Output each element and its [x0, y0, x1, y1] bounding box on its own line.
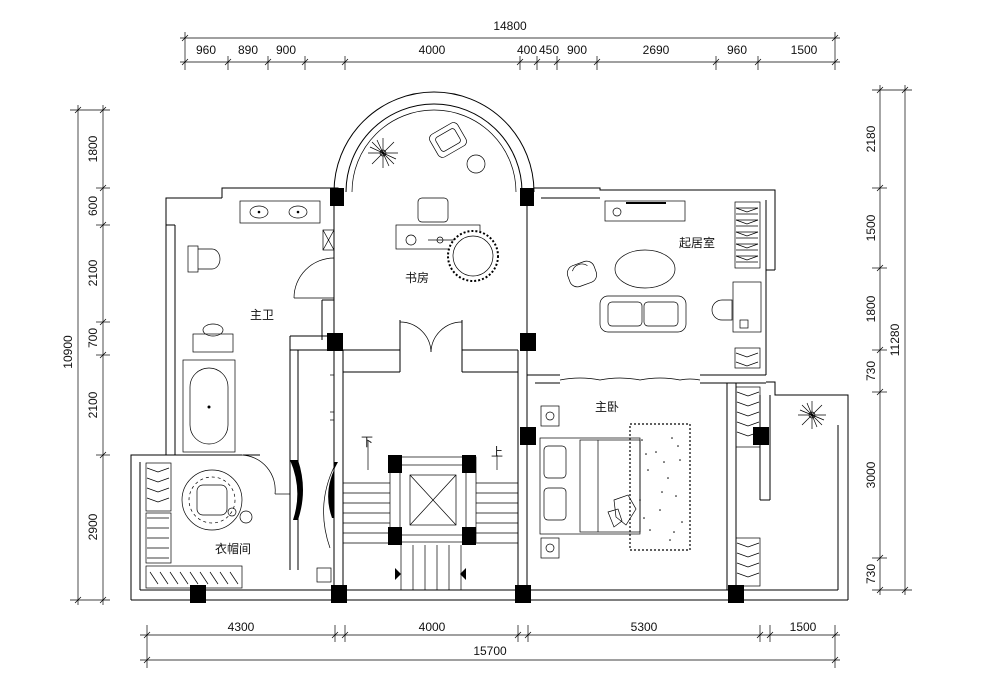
- left-seg-label: 2100: [86, 391, 100, 418]
- nightstand-icon: [540, 405, 560, 427]
- left-seg-label: 2900: [86, 513, 100, 540]
- basin-icon: [192, 323, 234, 353]
- bottom-seg-label: 5300: [631, 620, 658, 634]
- bedroom-furniture: 主卧: [539, 386, 826, 587]
- right-seg-label: 3000: [864, 461, 878, 488]
- cloakroom-furniture: 衣帽间: [145, 462, 253, 589]
- wardrobe-icon: [735, 386, 761, 448]
- plant-icon: [368, 138, 398, 168]
- sink-icon: [288, 205, 308, 219]
- cloakroom-label: 衣帽间: [215, 541, 251, 556]
- right-total-label: 11280: [888, 323, 902, 356]
- wardrobe-icon: [735, 537, 761, 587]
- staircase: 下 上: [343, 435, 518, 590]
- toilet-icon: [187, 245, 221, 273]
- living-label: 起居室: [679, 235, 715, 250]
- cabinet-icon: [322, 229, 335, 251]
- bottom-total-label: 15700: [473, 644, 507, 658]
- left-total-label: 10900: [61, 335, 75, 369]
- bathtub-icon: [182, 359, 236, 453]
- stairs-down-label: 下: [361, 435, 373, 449]
- walls: [130, 91, 849, 601]
- columns: [190, 188, 769, 603]
- bedroom-label: 主卧: [595, 400, 619, 414]
- right-seg-label: 1800: [864, 295, 878, 322]
- top-seg-label: 960: [196, 43, 216, 57]
- left-seg-label: 600: [86, 196, 100, 216]
- left-seg-label: 2100: [86, 259, 100, 286]
- top-seg-label: 900: [567, 43, 587, 57]
- shower-glass-icon: [328, 462, 338, 518]
- carpet-icon: [629, 423, 691, 551]
- study-furniture: 书房: [368, 122, 499, 285]
- wardrobe-icon: [734, 201, 761, 269]
- armchair-icon: [429, 122, 467, 158]
- shower-glass-icon: [290, 460, 303, 520]
- round-rug-icon: [447, 230, 499, 282]
- bottom-seg-label: 4000: [419, 620, 446, 634]
- wardrobe-icon: [734, 347, 761, 369]
- sink-icon: [249, 205, 269, 219]
- side-cabinet-icon: [732, 281, 762, 333]
- tv-cabinet-icon: [604, 200, 686, 222]
- bottom-seg-label: 4300: [228, 620, 255, 634]
- bath-label: 主卫: [250, 308, 274, 322]
- shoe-rack-icon: [145, 565, 243, 589]
- right-seg-label: 1500: [864, 214, 878, 241]
- armchair-icon: [566, 260, 598, 288]
- top-seg-label: 890: [238, 43, 258, 57]
- plant-icon: [798, 401, 826, 429]
- top-seg-label: 2690: [643, 43, 670, 57]
- desk-chair-icon: [417, 197, 449, 223]
- stairs-up-label: 上: [491, 445, 503, 459]
- bottom-dimension-chain: 4300 4000 5300 1500 15700: [140, 620, 840, 668]
- top-dimension-chain: 14800 960 890 900 4000 400 450 900 2690 …: [180, 19, 840, 70]
- top-seg-label: 960: [727, 43, 747, 57]
- bottom-seg-label: 1500: [790, 620, 817, 634]
- doors: [241, 257, 701, 495]
- top-seg-label: 450: [539, 43, 559, 57]
- bathroom-furniture: 主卫: [182, 200, 338, 583]
- top-seg-label: 1500: [791, 43, 818, 57]
- side-table-icon: [466, 154, 486, 174]
- chair-icon: [711, 299, 733, 321]
- right-seg-label: 730: [864, 361, 878, 381]
- left-dimension-chain: 10900 1800 600 2100 700 2100 2900: [61, 105, 110, 605]
- left-seg-label: 700: [86, 328, 100, 348]
- vanity-icon: [239, 200, 321, 224]
- living-furniture: 起居室: [566, 200, 762, 369]
- top-seg-label: 400: [517, 43, 537, 57]
- study-label: 书房: [405, 270, 429, 285]
- right-seg-label: 730: [864, 564, 878, 584]
- sofa-icon: [599, 295, 687, 333]
- wardrobe-icon: [145, 462, 172, 564]
- top-seg-label: 900: [276, 43, 296, 57]
- top-seg-label: 4000: [419, 43, 446, 57]
- bed-icon: [539, 437, 641, 535]
- island-ottoman-icon: [181, 469, 243, 531]
- right-dimension-chain: 2180 1500 1800 730 3000 730 11280: [864, 85, 912, 595]
- left-seg-label: 1800: [86, 135, 100, 162]
- top-total-label: 14800: [493, 19, 527, 33]
- nightstand-icon: [540, 537, 560, 559]
- right-seg-label: 2180: [864, 125, 878, 152]
- oval-table-icon: [614, 249, 676, 289]
